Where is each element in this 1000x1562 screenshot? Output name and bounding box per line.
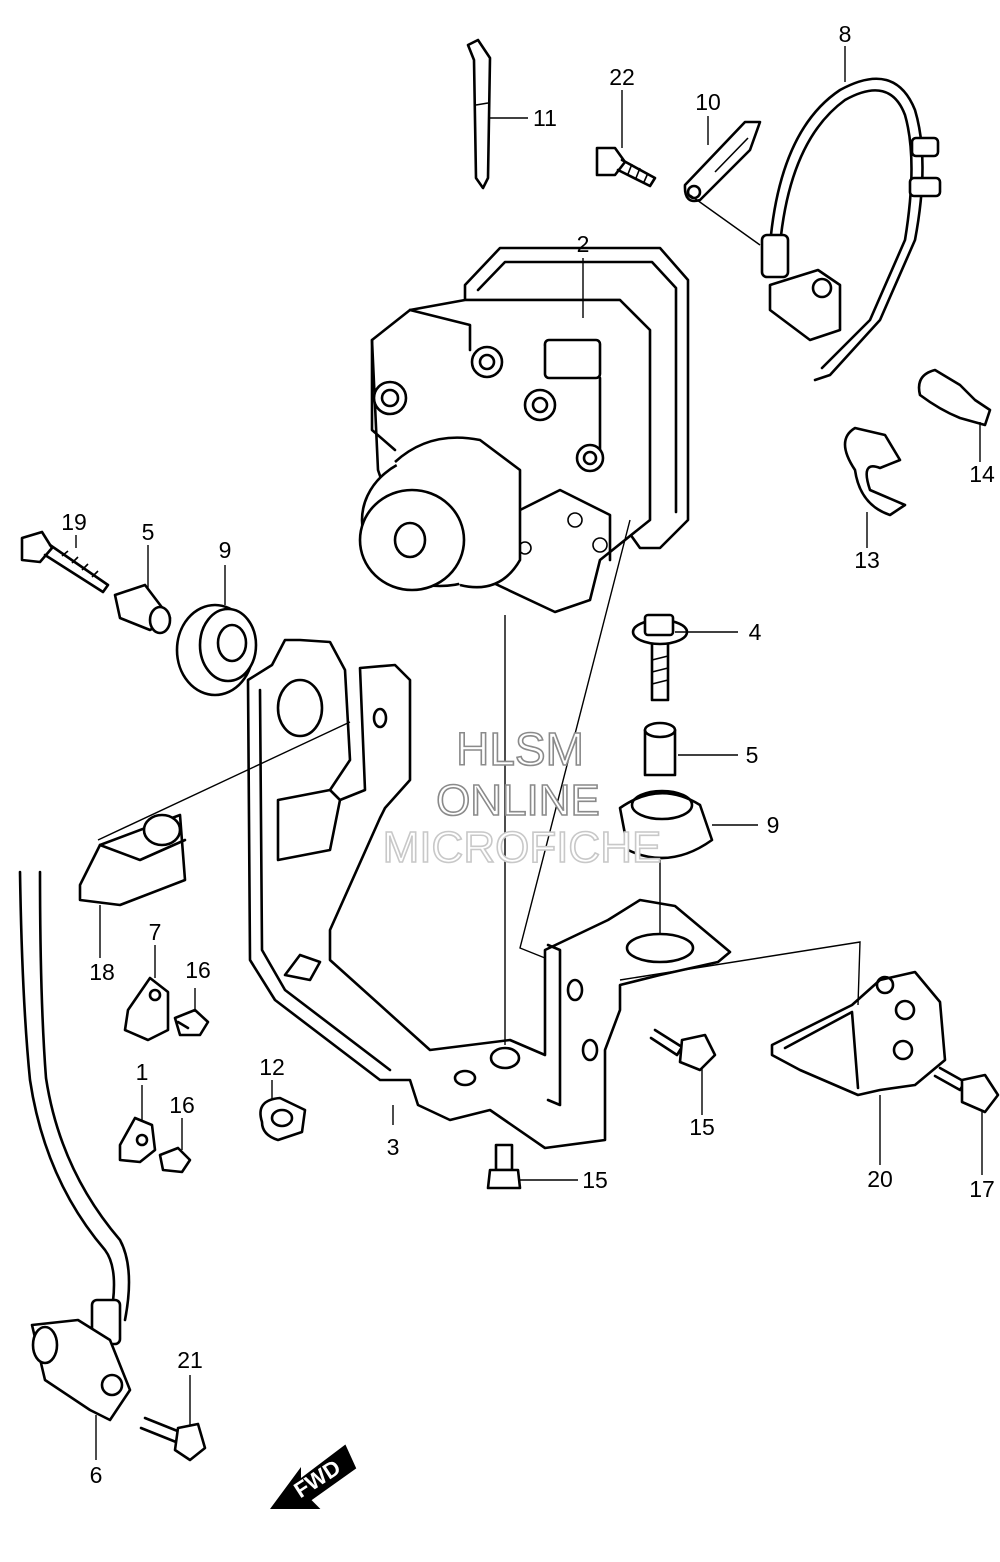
fwd-arrow-icon (270, 1444, 357, 1509)
part-16-screw-lower[interactable] (158, 1146, 192, 1174)
callout-leaders (75, 46, 983, 1460)
part-1-bracket[interactable] (118, 1116, 157, 1164)
callout-13[interactable]: 13 (854, 547, 880, 573)
callout-16-lower[interactable]: 16 (169, 1092, 195, 1118)
callout-20[interactable]: 20 (867, 1166, 893, 1192)
assembly-lines (97, 194, 861, 1045)
watermark-line-1: HLSM (456, 723, 584, 775)
part-5-collar-lower[interactable] (643, 721, 677, 777)
part-2-hydraulic-unit[interactable] (358, 246, 690, 614)
callout-19[interactable]: 19 (61, 509, 87, 535)
part-12-clip[interactable] (259, 1096, 307, 1142)
watermark: HLSM ONLINE MICROFICHE (382, 722, 662, 873)
callout-11[interactable]: 11 (533, 105, 557, 131)
part-22-bolt[interactable] (595, 146, 657, 188)
part-16-screw-upper[interactable] (173, 1008, 210, 1037)
watermark-line-3: MICROFICHE (383, 823, 662, 872)
part-17-bolt[interactable] (933, 1066, 1000, 1114)
callout-12[interactable]: 12 (259, 1054, 285, 1080)
callout-9-upper[interactable]: 9 (219, 537, 232, 563)
callout-labels: 1 2 3 4 5 5 6 7 8 9 9 10 11 12 13 14 15 … (61, 21, 995, 1488)
callout-7[interactable]: 7 (149, 919, 162, 945)
part-5-collar-upper[interactable] (113, 583, 172, 635)
callout-21[interactable]: 21 (177, 1347, 203, 1373)
part-14-clip[interactable] (917, 368, 992, 427)
callout-2[interactable]: 2 (577, 231, 590, 257)
callout-6[interactable]: 6 (90, 1462, 103, 1488)
part-8-wheel-sensor[interactable] (760, 77, 942, 382)
callout-17[interactable]: 17 (969, 1176, 995, 1202)
part-18-holder[interactable] (78, 813, 187, 907)
part-20-sub-bracket[interactable] (770, 970, 947, 1097)
part-11-cable-tie[interactable] (466, 38, 492, 190)
part-9-grommet-upper[interactable] (175, 603, 258, 697)
callout-5-upper[interactable]: 5 (142, 519, 155, 545)
callout-5-lower[interactable]: 5 (746, 742, 759, 768)
callout-4[interactable]: 4 (749, 619, 762, 645)
callout-15-upper[interactable]: 15 (689, 1114, 715, 1140)
callout-3[interactable]: 3 (387, 1134, 400, 1160)
callout-8[interactable]: 8 (839, 21, 852, 47)
watermark-line-2: ONLINE (436, 776, 600, 825)
callout-14[interactable]: 14 (969, 461, 995, 487)
callout-22[interactable]: 22 (609, 64, 635, 90)
callout-15-lower[interactable]: 15 (582, 1167, 608, 1193)
part-19-bolt[interactable] (20, 530, 110, 594)
callout-16-upper[interactable]: 16 (185, 957, 211, 983)
part-3-main-bracket[interactable] (246, 638, 732, 1150)
part-7-bracket[interactable] (123, 976, 170, 1042)
part-13-clip[interactable] (843, 426, 907, 517)
forward-direction-arrow: FWD (270, 1444, 357, 1509)
part-21-bolt[interactable] (139, 1416, 207, 1462)
callout-10[interactable]: 10 (695, 89, 721, 115)
part-15-bolt-upper[interactable] (649, 1028, 717, 1072)
part-15-bolt-lower[interactable] (486, 1143, 522, 1190)
part-10-clamp[interactable] (683, 120, 762, 203)
callout-1[interactable]: 1 (136, 1059, 149, 1085)
part-9-grommet-lower[interactable] (618, 789, 714, 860)
callout-9-lower[interactable]: 9 (767, 812, 780, 838)
part-4-bolt[interactable] (631, 613, 689, 702)
callout-18[interactable]: 18 (89, 959, 115, 985)
part-6-wheel-sensor[interactable] (18, 870, 132, 1422)
